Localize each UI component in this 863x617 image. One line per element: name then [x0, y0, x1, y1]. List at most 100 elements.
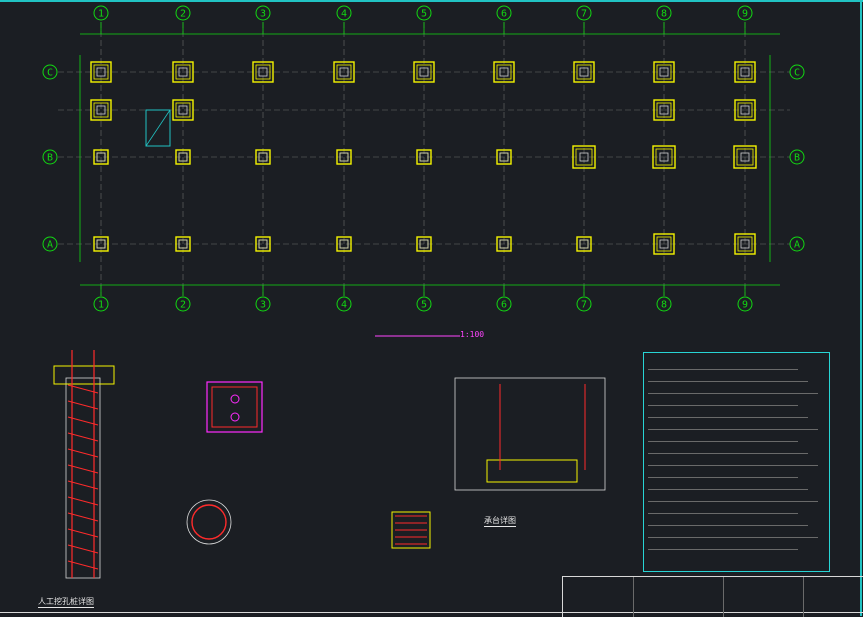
axis-label: C: [794, 68, 800, 79]
column-pad: [496, 149, 512, 165]
frame-top-border: [0, 0, 863, 2]
axis-bubble: [656, 296, 672, 312]
column-pad: [93, 149, 109, 165]
axis-label: A: [794, 240, 800, 251]
axis-label: 9: [742, 300, 748, 311]
title-cell: [723, 577, 804, 617]
axis-bubble: [576, 5, 592, 21]
scale-label: 1:100: [460, 330, 485, 339]
pile-rebar: [67, 432, 99, 442]
title-block: [562, 576, 863, 617]
pile-rebar: [67, 496, 99, 506]
title-cell: [633, 577, 724, 617]
column-pad: [252, 61, 274, 83]
axis-label: 5: [421, 300, 427, 311]
column-section: [178, 239, 188, 249]
column-section: [499, 239, 509, 249]
column-pad: [493, 61, 515, 83]
column-pad: [255, 236, 271, 252]
axis-label: 6: [501, 300, 507, 311]
column-pad: [736, 148, 754, 166]
column-section-detail: [230, 394, 240, 404]
notes-line: [648, 429, 818, 430]
column-pad: [93, 64, 109, 80]
notes-line: [648, 537, 818, 538]
axis-label: 7: [581, 300, 587, 311]
notes-panel: [643, 352, 830, 572]
axis-bubble: [737, 5, 753, 21]
column-pad: [576, 236, 592, 252]
axis-label: 3: [260, 9, 266, 20]
column-pad: [255, 64, 271, 80]
axis-label: C: [47, 68, 53, 79]
column-section: [740, 152, 750, 162]
notes-line: [648, 453, 808, 454]
column-pad: [336, 236, 352, 252]
column-pad: [734, 233, 756, 255]
column-pad: [737, 236, 753, 252]
axis-bubble: [416, 5, 432, 21]
column-pad: [656, 64, 672, 80]
pile-rebar: [67, 384, 99, 394]
column-pad: [573, 61, 595, 83]
column-pad: [413, 61, 435, 83]
notes-line: [648, 441, 798, 442]
axis-label: 2: [180, 9, 186, 20]
column-pad: [90, 99, 112, 121]
notes-line: [648, 477, 798, 478]
notes-line: [648, 501, 818, 502]
column-pad: [175, 102, 191, 118]
pile-rebar: [67, 448, 99, 458]
pile-detail-label: 人工挖孔桩详图: [38, 597, 94, 608]
column-pad: [416, 236, 432, 252]
column-section-detail: [206, 381, 263, 433]
column-pad: [496, 64, 512, 80]
column-pad: [175, 149, 191, 165]
pile-rebar: [67, 416, 99, 426]
axis-label: 9: [742, 9, 748, 20]
column-section: [419, 239, 429, 249]
column-section: [740, 239, 750, 249]
pile-rebar: [67, 512, 99, 522]
column-section: [339, 152, 349, 162]
column-section: [178, 105, 188, 115]
column-pad: [653, 233, 675, 255]
column-pad: [175, 236, 191, 252]
pile-rebar: [67, 464, 99, 474]
column-pad: [733, 145, 757, 169]
column-section: [579, 152, 589, 162]
axis-bubble: [175, 5, 191, 21]
column-section: [659, 152, 669, 162]
axis-bubble: [789, 64, 805, 80]
pile-section-detail: [191, 504, 227, 540]
column-section: [96, 239, 106, 249]
column-pad: [416, 64, 432, 80]
axis-bubble: [93, 296, 109, 312]
axis-bubble: [255, 296, 271, 312]
notes-line: [648, 489, 808, 490]
axis-bubble: [496, 296, 512, 312]
column-pad: [496, 236, 512, 252]
cap-detail: [486, 459, 578, 483]
axis-bubble: [789, 149, 805, 165]
axis-bubble: [496, 5, 512, 21]
column-pad: [656, 102, 672, 118]
column-section: [258, 239, 268, 249]
pile-rebar: [67, 480, 99, 490]
axis-label: 4: [341, 300, 347, 311]
axis-bubble: [42, 149, 58, 165]
notes-line: [648, 465, 818, 466]
notes-line: [648, 549, 798, 550]
column-pad: [737, 64, 753, 80]
frame-bottom-border: [0, 612, 863, 613]
column-pad: [653, 61, 675, 83]
axis-label: A: [47, 240, 53, 251]
column-pad: [255, 149, 271, 165]
column-section: [659, 67, 669, 77]
axis-label: 5: [421, 9, 427, 20]
pile-rebar: [67, 544, 99, 554]
pile-outline: [65, 377, 101, 579]
column-pad: [416, 149, 432, 165]
column-pad: [336, 149, 352, 165]
